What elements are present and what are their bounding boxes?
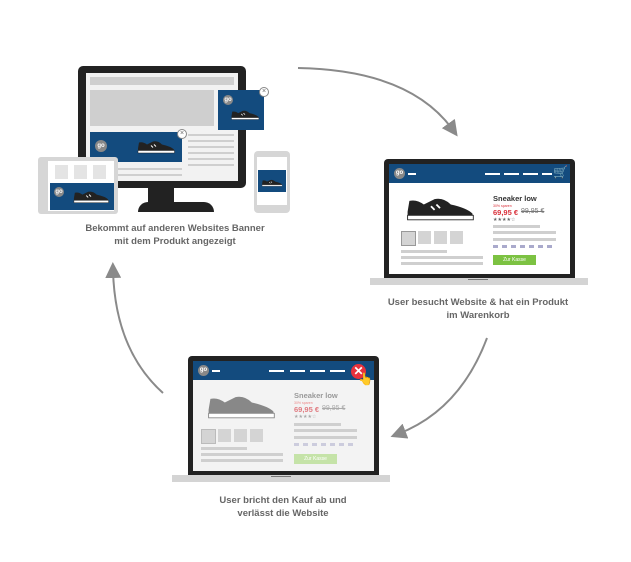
sneaker-image [230,108,260,122]
banner-close-button[interactable]: × [177,129,187,139]
arrow-3 [105,262,164,394]
checkout-button[interactable]: Zur Kasse [493,255,536,265]
shop-header: go 🛒 [389,164,570,183]
sneaker-image [136,138,176,156]
payment-icons [493,245,556,248]
hand-cursor-icon: 👆 [358,372,373,386]
sneaker-image [404,193,476,225]
banner-close-button[interactable]: × [259,87,269,97]
cart-icon[interactable]: 🛒 [553,165,568,179]
banner-ad-square: go [218,90,264,130]
checkout-button[interactable]: Zur Kasse [294,454,337,464]
sneaker-image [205,391,277,423]
arrow-2 [390,337,488,439]
close-website-button[interactable]: ✕ [351,364,366,379]
arrow-1 [297,67,458,137]
